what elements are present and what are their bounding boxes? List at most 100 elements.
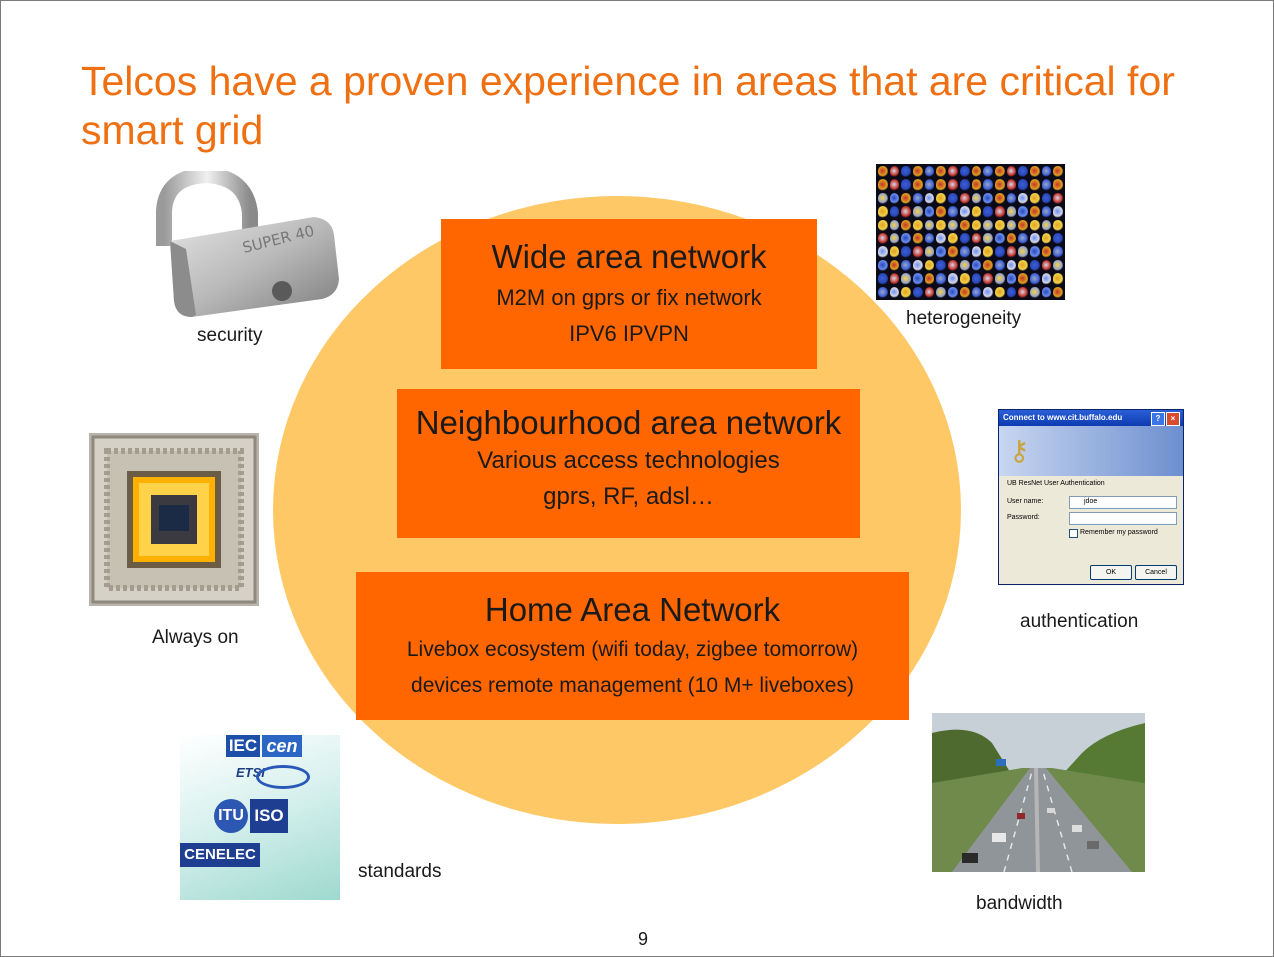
scan-cell [1041, 219, 1052, 231]
scan-cell [983, 259, 993, 272]
scan-cell [983, 166, 993, 178]
scan-cell [994, 179, 1005, 191]
scan-cell [971, 259, 982, 272]
scan-cell [924, 179, 935, 191]
scan-cell [878, 219, 888, 231]
scan-cell [1041, 166, 1052, 178]
scan-cell [901, 232, 912, 245]
etsi-swoosh-icon [256, 765, 310, 789]
scan-cell [878, 273, 888, 285]
scan-cell [936, 206, 947, 218]
scan-cell [1029, 219, 1040, 231]
authentication-dialog-image: Connect to www.cit.buffalo.edu ? × ⚷ UB … [998, 409, 1184, 585]
scan-cell [1053, 273, 1063, 285]
nan-box: Neighbourhood area network Various acces… [397, 389, 860, 538]
scan-cell [1041, 232, 1052, 245]
scan-cell [948, 246, 958, 258]
scan-cell [878, 166, 888, 178]
scan-cell [994, 192, 1005, 205]
nan-heading: Neighbourhood area network [415, 404, 842, 441]
scan-cell [1006, 246, 1017, 258]
caption-heterogeneity: heterogeneity [906, 308, 1022, 329]
scan-cell [924, 232, 935, 245]
scan-cell [889, 219, 900, 231]
scan-cell [924, 273, 935, 285]
scan-cell [1018, 192, 1028, 205]
scan-cell [889, 259, 900, 272]
user-name-label: User name: [1007, 498, 1044, 505]
caption-authentication: authentication [1020, 611, 1139, 632]
scan-cell [913, 232, 923, 245]
scan-cell [1029, 286, 1040, 298]
scan-cell [959, 192, 970, 205]
scan-cell [878, 192, 888, 205]
scan-cell [948, 192, 958, 205]
scan-cell [878, 259, 888, 272]
scan-cell [971, 219, 982, 231]
scan-cell [971, 246, 982, 258]
scan-cell [1053, 179, 1063, 191]
scan-cell [1053, 166, 1063, 178]
scan-cell [959, 286, 970, 298]
help-icon: ? [1151, 412, 1165, 426]
scan-cell [994, 166, 1005, 178]
caption-security: security [197, 325, 263, 346]
scan-cell [878, 246, 888, 258]
scan-cell [901, 286, 912, 298]
scan-cell [1006, 273, 1017, 285]
nan-line-2: gprs, RF, adsl… [543, 483, 714, 510]
dialog-title: Connect to www.cit.buffalo.edu [1003, 413, 1123, 422]
scan-cell [1053, 259, 1063, 272]
remember-checkbox [1069, 529, 1078, 538]
scan-cell [959, 206, 970, 218]
scan-cell [994, 259, 1005, 272]
scan-cell [913, 259, 923, 272]
user-name-value: jdoe [1084, 498, 1098, 505]
scan-cell [1018, 219, 1028, 231]
scan-cell [1041, 259, 1052, 272]
standards-image: IEC cen ETSI ITU ISO CENELEC [180, 735, 340, 900]
scan-cell [889, 246, 900, 258]
scan-cell [948, 206, 958, 218]
wan-heading: Wide area network [491, 238, 767, 275]
heterogeneity-image [876, 164, 1065, 300]
iso-logo: ISO [250, 799, 288, 833]
keys-icon: ⚷ [1009, 435, 1030, 466]
cen-logo: cen [262, 735, 302, 757]
scan-cell [1041, 273, 1052, 285]
password-field [1069, 512, 1177, 525]
scan-cell [913, 246, 923, 258]
scan-cell [1006, 192, 1017, 205]
scan-cell [1029, 259, 1040, 272]
remember-label: Remember my password [1080, 529, 1158, 536]
scan-cell [994, 273, 1005, 285]
scan-cell [1041, 179, 1052, 191]
scan-cell [924, 246, 935, 258]
scan-cell [1029, 192, 1040, 205]
scan-cell [959, 232, 970, 245]
cenelec-logo: CENELEC [180, 843, 260, 867]
scan-cell [936, 219, 947, 231]
dialog-banner: ⚷ [999, 426, 1183, 476]
bandwidth-image [932, 713, 1145, 872]
itu-logo: ITU [214, 799, 248, 833]
scan-cell [959, 166, 970, 178]
scan-cell [1006, 219, 1017, 231]
scan-cell [1029, 179, 1040, 191]
scan-cell [948, 273, 958, 285]
scan-cell [1029, 273, 1040, 285]
scan-cell [924, 259, 935, 272]
scan-cell [1006, 179, 1017, 191]
scan-cell [936, 192, 947, 205]
scan-cell [936, 232, 947, 245]
scan-cell [948, 179, 958, 191]
scan-cell [1018, 206, 1028, 218]
page-number: 9 [638, 929, 649, 949]
scan-cell [889, 179, 900, 191]
scan-cell [1053, 286, 1063, 298]
slide-title: Telcos have a proven experience in areas… [81, 58, 1175, 153]
scan-cell [948, 166, 958, 178]
wan-line-1: M2M on gprs or fix network [496, 285, 762, 310]
scan-cell [1041, 192, 1052, 205]
dialog-titlebar: Connect to www.cit.buffalo.edu ? × [999, 410, 1183, 426]
